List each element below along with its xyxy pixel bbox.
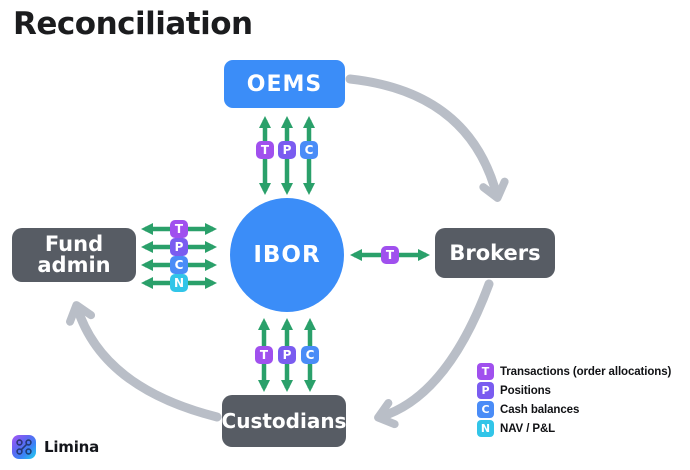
brand-name: Limina bbox=[44, 438, 100, 456]
legend-badge-p: P bbox=[477, 382, 494, 399]
badge-cash: C bbox=[301, 346, 319, 364]
legend-label: NAV / P&L bbox=[500, 422, 556, 435]
page-title: Reconciliation bbox=[13, 6, 253, 42]
cycle-arrow-oems-to-brokers bbox=[345, 74, 509, 202]
badge-cash: C bbox=[170, 256, 188, 274]
legend-label: Positions bbox=[500, 384, 551, 397]
node-fund-admin-label: Fund admin bbox=[37, 231, 111, 277]
badge-transactions: T bbox=[170, 220, 188, 238]
badge-transactions: T bbox=[381, 246, 399, 264]
node-ibor: IBOR bbox=[230, 198, 344, 312]
badge-positions: P bbox=[170, 238, 188, 256]
legend: T Transactions (order allocations) P Pos… bbox=[477, 363, 671, 439]
cycle-arrows bbox=[66, 74, 509, 429]
badge-positions: P bbox=[278, 141, 296, 159]
legend-item-positions: P Positions bbox=[477, 382, 671, 399]
brand-footer: Limina bbox=[12, 435, 99, 459]
node-brokers: Brokers bbox=[435, 228, 555, 278]
node-oems: OEMS bbox=[224, 60, 345, 108]
badge-nav: N bbox=[170, 274, 188, 292]
legend-item-cash: C Cash balances bbox=[477, 401, 671, 418]
node-fund-admin: Fund admin bbox=[12, 228, 136, 282]
legend-label: Transactions (order allocations) bbox=[500, 365, 672, 378]
cycle-arrow-custodians-to-fundadmin bbox=[66, 301, 222, 422]
badge-positions: P bbox=[278, 346, 296, 364]
badge-transactions: T bbox=[256, 141, 274, 159]
cycle-arrow-brokers-to-custodians bbox=[374, 279, 494, 429]
legend-badge-n: N bbox=[477, 420, 494, 437]
limina-logo-icon bbox=[12, 435, 36, 459]
legend-item-nav: N NAV / P&L bbox=[477, 420, 671, 437]
badge-transactions: T bbox=[255, 346, 273, 364]
node-custodians: Custodians bbox=[222, 395, 346, 447]
badge-cash: C bbox=[300, 141, 318, 159]
legend-badge-t: T bbox=[477, 363, 494, 380]
legend-badge-c: C bbox=[477, 401, 494, 418]
legend-item-transactions: T Transactions (order allocations) bbox=[477, 363, 671, 380]
legend-label: Cash balances bbox=[500, 403, 580, 416]
